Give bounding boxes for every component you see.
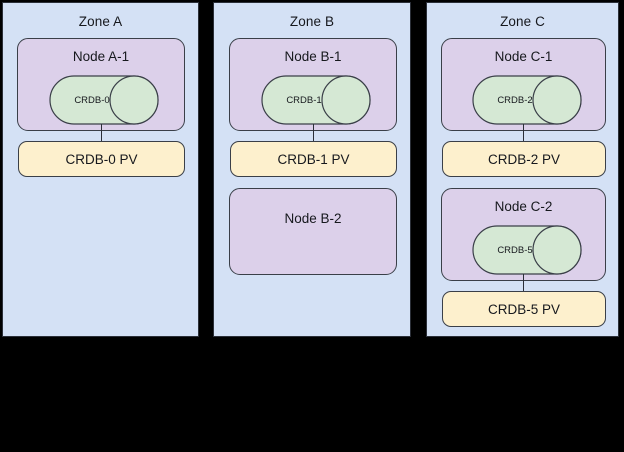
pv-box-crdb-5-pv: CRDB-5 PV	[442, 291, 606, 327]
pv-box-crdb-2-pv: CRDB-2 PV	[442, 141, 606, 177]
pv-label-crdb-0-pv: CRDB-0 PV	[65, 151, 138, 167]
zone-container-c: Zone C Node C-1 CRDB-2 CRDB-2 PV Node C-…	[426, 2, 619, 337]
node-title-b-2: Node B-2	[284, 211, 342, 226]
node-box-b-2: Node B-2	[229, 188, 397, 275]
database-cylinder-crdb-0: CRDB-0	[49, 75, 159, 125]
zone-title-c: Zone C	[500, 14, 545, 29]
database-cylinder-crdb-1: CRDB-1	[261, 75, 371, 125]
connector-node-a-1-to-crdb-0-pv	[101, 124, 102, 141]
zone-container-a: Zone A Node A-1 CRDB-0 CRDB-0 PV	[2, 2, 199, 337]
pv-box-crdb-1-pv: CRDB-1 PV	[230, 141, 397, 177]
connector-node-c-1-to-crdb-2-pv	[523, 124, 524, 141]
cylinder-shape-icon	[261, 75, 371, 125]
pv-label-crdb-5-pv: CRDB-5 PV	[487, 301, 560, 317]
cylinder-shape-icon	[49, 75, 159, 125]
cylinder-shape-icon	[472, 75, 582, 125]
node-title-c-1: Node C-1	[494, 49, 553, 64]
node-title-a-1: Node A-1	[72, 49, 130, 64]
database-cylinder-crdb-5: CRDB-5	[472, 225, 582, 275]
node-box-c-2: Node C-2 CRDB-5	[441, 188, 606, 281]
connector-node-b-1-to-crdb-1-pv	[313, 124, 314, 141]
database-cylinder-crdb-2: CRDB-2	[472, 75, 582, 125]
pv-label-crdb-2-pv: CRDB-2 PV	[487, 151, 560, 167]
zone-container-b: Zone B Node B-1 CRDB-1 CRDB-1 PV Node B-…	[213, 2, 411, 337]
node-box-c-1: Node C-1 CRDB-2	[441, 38, 606, 131]
pv-label-crdb-1-pv: CRDB-1 PV	[277, 151, 350, 167]
zone-title-a: Zone A	[78, 14, 123, 29]
node-title-c-2: Node C-2	[494, 199, 553, 214]
node-box-a-1: Node A-1 CRDB-0	[17, 38, 185, 131]
pv-box-crdb-0-pv: CRDB-0 PV	[18, 141, 185, 177]
zone-title-b: Zone B	[289, 14, 335, 29]
cylinder-shape-icon	[472, 225, 582, 275]
connector-node-c-2-to-crdb-5-pv	[523, 274, 524, 291]
node-box-b-1: Node B-1 CRDB-1	[229, 38, 397, 131]
node-title-b-1: Node B-1	[284, 49, 342, 64]
